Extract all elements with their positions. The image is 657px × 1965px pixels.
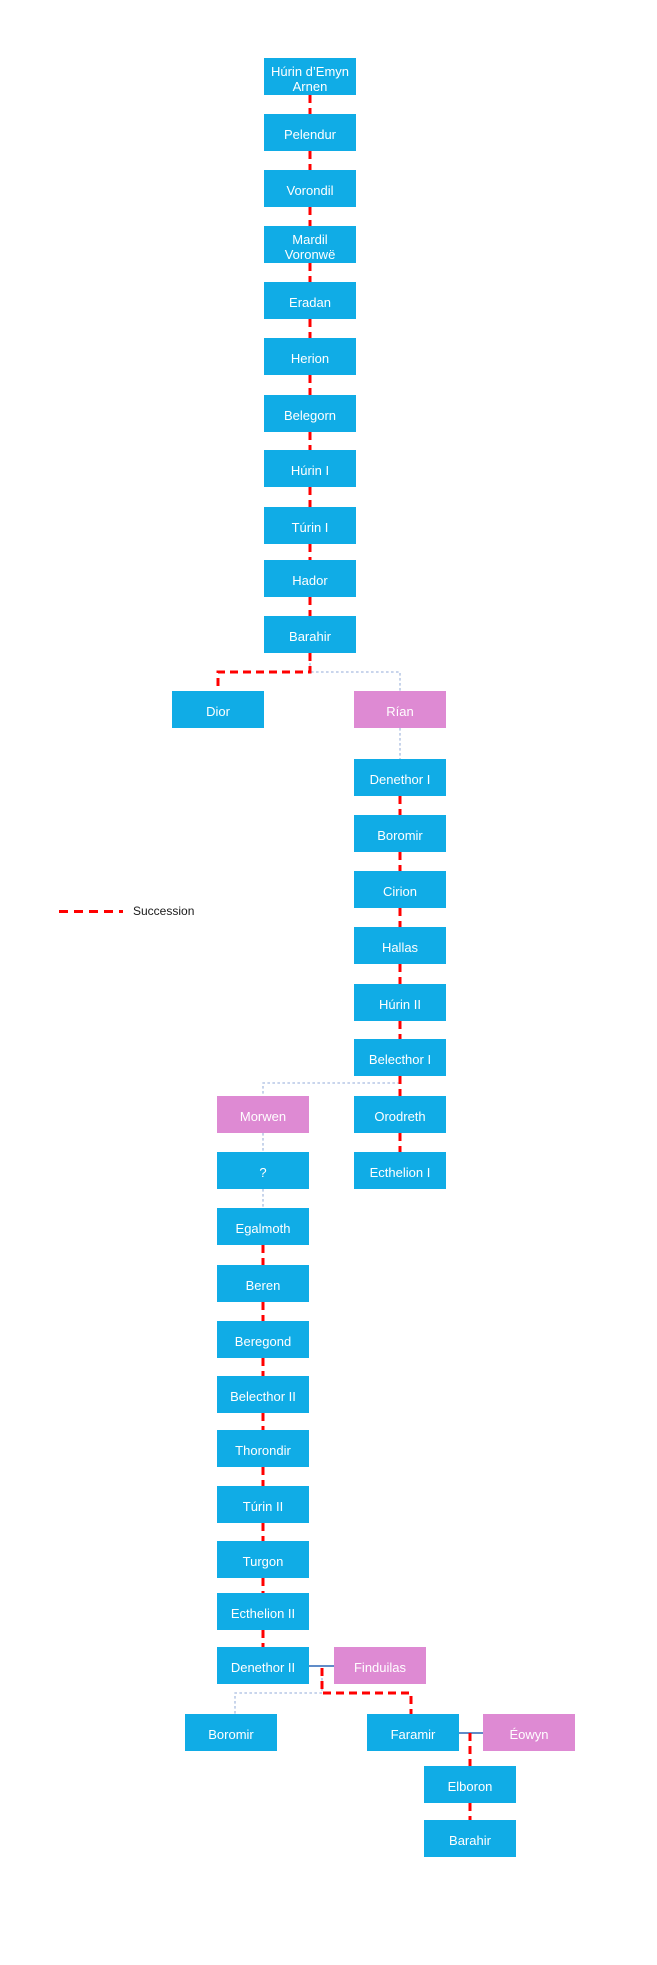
node-cirion: Cirion <box>354 871 446 908</box>
node-eowyn: Éowyn <box>483 1714 575 1751</box>
node-dior: Dior <box>172 691 264 728</box>
node-ecthelion-i: Ecthelion I <box>354 1152 446 1189</box>
node-ecthelion-ii: Ecthelion II <box>217 1593 309 1630</box>
node-hurin-ii: Húrin II <box>354 984 446 1021</box>
node-beren: Beren <box>217 1265 309 1302</box>
edge-succession-barahir-i-dior <box>216 653 312 691</box>
legend-succession-label: Succession <box>133 904 195 918</box>
node-faramir: Faramir <box>367 1714 459 1751</box>
node-elboron: Elboron <box>424 1766 516 1803</box>
node-vorondil: Vorondil <box>264 170 356 207</box>
node-beregond: Beregond <box>217 1321 309 1358</box>
node-hador: Hador <box>264 560 356 597</box>
node-barahir-i: Barahir <box>264 616 356 653</box>
node-hurin-emyn-arnen: Húrin d’Emyn Arnen <box>264 58 356 95</box>
node-belegorn: Belegorn <box>264 395 356 432</box>
node-herion: Herion <box>264 338 356 375</box>
node-turin-i: Túrin I <box>264 507 356 544</box>
node-unknown: ? <box>217 1152 309 1189</box>
node-rian: Rían <box>354 691 446 728</box>
node-hurin-i: Húrin I <box>264 450 356 487</box>
node-denethor-i: Denethor I <box>354 759 446 796</box>
node-pelendur: Pelendur <box>264 114 356 151</box>
edge-descent-belecthor-i-morwen <box>262 1082 400 1096</box>
node-boromir-i: Boromir <box>354 815 446 852</box>
node-mardil-voronwe: Mardil Voronwë <box>264 226 356 263</box>
edge-succession-denethor-ii-faramir <box>320 1668 413 1714</box>
node-hallas: Hallas <box>354 927 446 964</box>
legend: Succession <box>59 904 194 918</box>
edge-descent-denethor-ii-boromir-ii <box>234 1668 323 1714</box>
node-egalmoth: Egalmoth <box>217 1208 309 1245</box>
node-thorondir: Thorondir <box>217 1430 309 1467</box>
node-barahir-ii: Barahir <box>424 1820 516 1857</box>
node-morwen: Morwen <box>217 1096 309 1133</box>
node-turin-ii: Túrin II <box>217 1486 309 1523</box>
edge-descent-barahir-i-rian <box>309 653 401 691</box>
node-boromir-ii: Boromir <box>185 1714 277 1751</box>
node-eradan: Eradan <box>264 282 356 319</box>
node-turgon: Turgon <box>217 1541 309 1578</box>
node-belecthor-i: Belecthor I <box>354 1039 446 1076</box>
legend-succession-line-sample <box>59 909 123 913</box>
node-denethor-ii: Denethor II <box>217 1647 309 1684</box>
node-finduilas: Finduilas <box>334 1647 426 1684</box>
node-orodreth: Orodreth <box>354 1096 446 1133</box>
node-belecthor-ii: Belecthor II <box>217 1376 309 1413</box>
